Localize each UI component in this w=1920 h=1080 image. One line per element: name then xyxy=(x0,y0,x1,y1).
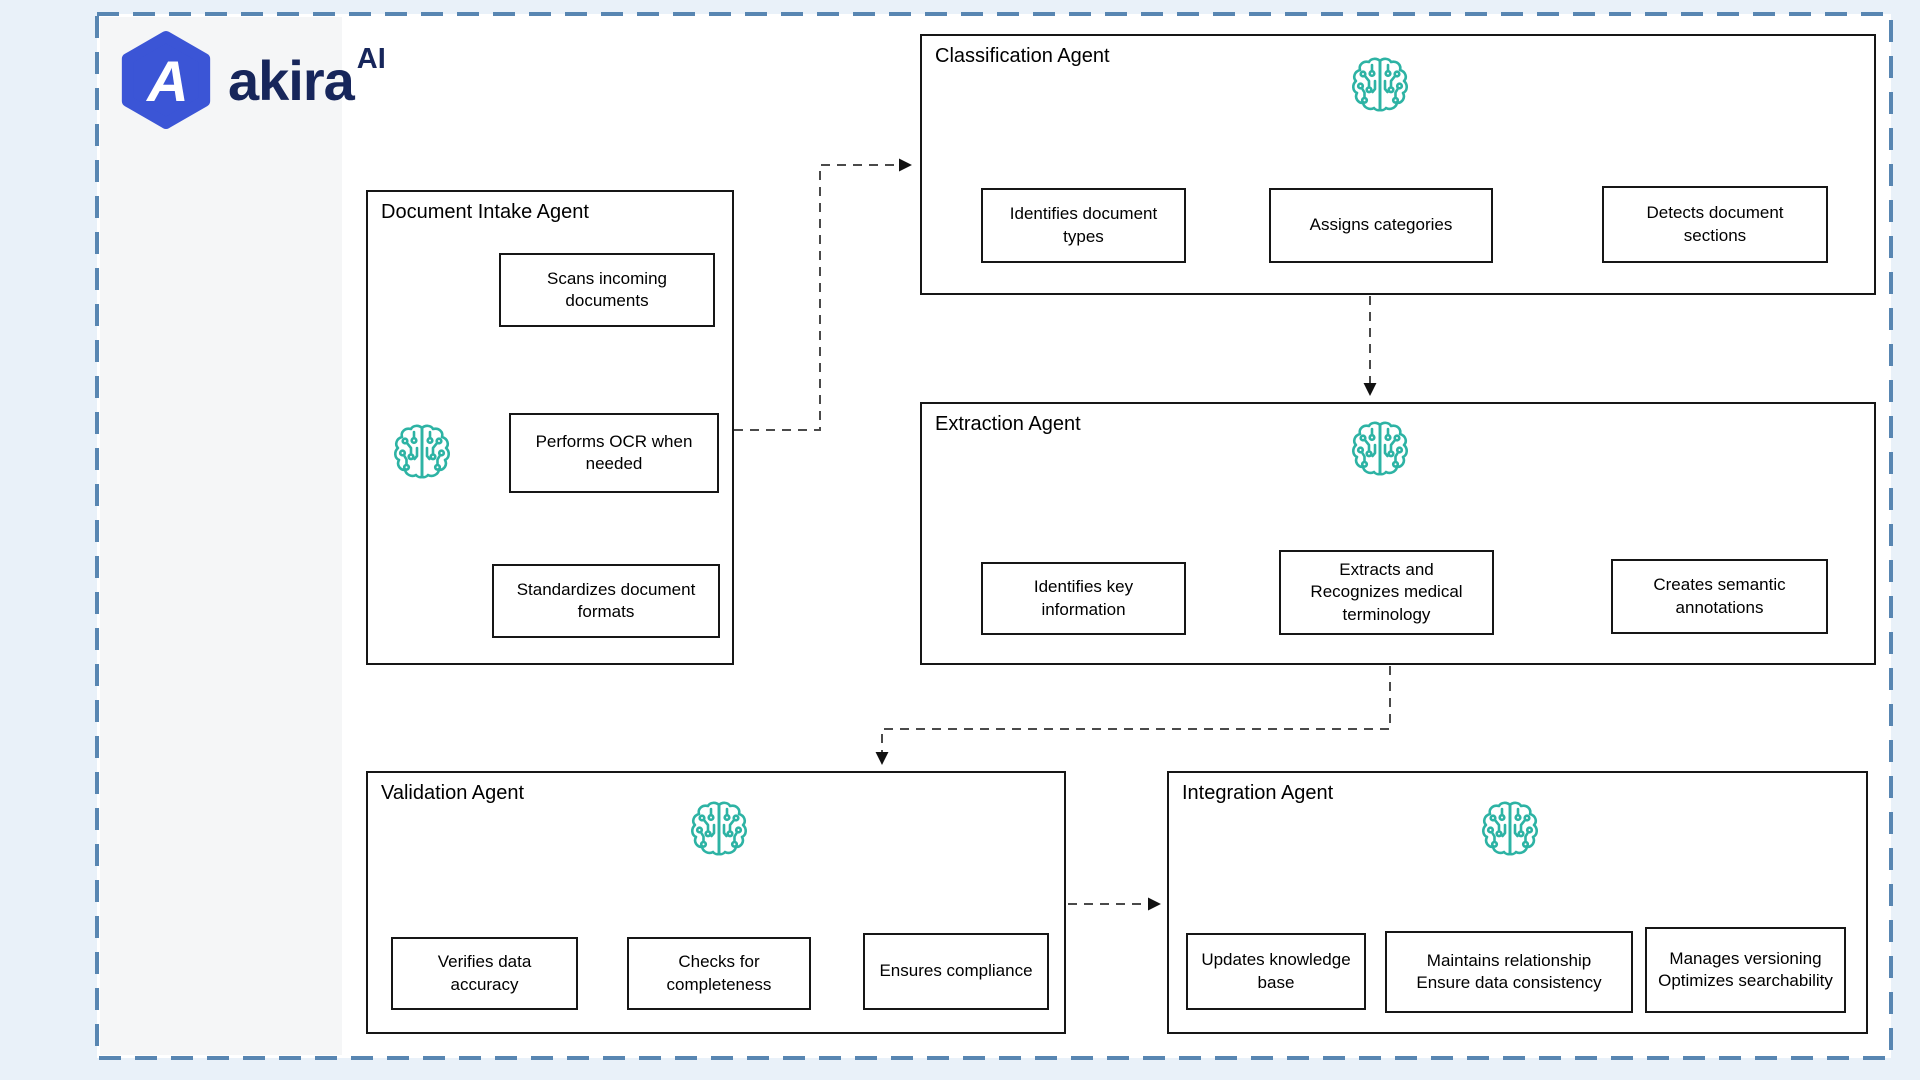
task-extracts-medical-terminology: Extracts and Recognizes medical terminol… xyxy=(1279,550,1494,635)
task-maintains-relationship: Maintains relationship Ensure data consi… xyxy=(1385,931,1633,1013)
brand-superscript: AI xyxy=(356,42,386,75)
task-manages-versioning: Manages versioning Optimizes searchabili… xyxy=(1645,927,1846,1013)
agent-title-validation: Validation Agent xyxy=(381,782,525,804)
task-performs-ocr: Performs OCR when needed xyxy=(509,413,719,493)
task-checks-for-completeness: Checks for completeness xyxy=(627,937,811,1010)
task-identifies-document-types: Identifies document types xyxy=(981,188,1186,263)
task-identifies-key-information: Identifies key information xyxy=(981,562,1186,635)
akira-hexagon-icon: A xyxy=(121,31,211,129)
akira-logo: A akira AI xyxy=(118,30,386,130)
left-gutter-strip xyxy=(100,17,342,1055)
agent-title-extraction: Extraction Agent xyxy=(935,413,1081,435)
task-detects-document-sections: Detects document sections xyxy=(1602,186,1828,263)
task-scans-incoming-documents: Scans incoming documents xyxy=(499,253,715,327)
flow-connectors xyxy=(734,158,1391,911)
task-creates-semantic-annotations: Creates semantic annotations xyxy=(1611,559,1828,634)
brand-name: akira xyxy=(228,48,355,112)
agent-title-classification: Classification Agent xyxy=(935,45,1110,67)
ai-brain-icon-extraction xyxy=(1348,418,1412,482)
task-assigns-categories: Assigns categories xyxy=(1269,188,1493,263)
task-ensures-compliance: Ensures compliance xyxy=(863,933,1049,1010)
agent-title-document-intake: Document Intake Agent xyxy=(381,201,589,223)
task-standardizes-formats: Standardizes document formats xyxy=(492,564,720,638)
hexagon-letter: A xyxy=(145,50,189,114)
task-verifies-data-accuracy: Verifies data accuracy xyxy=(391,937,578,1010)
ai-brain-icon-validation xyxy=(687,798,751,862)
ai-brain-icon-integration xyxy=(1478,798,1542,862)
ai-brain-icon-classification xyxy=(1348,54,1412,118)
agent-title-integration: Integration Agent xyxy=(1182,782,1334,804)
task-updates-knowledge-base: Updates knowledge base xyxy=(1186,933,1366,1010)
ai-brain-icon-document-intake xyxy=(390,421,454,485)
